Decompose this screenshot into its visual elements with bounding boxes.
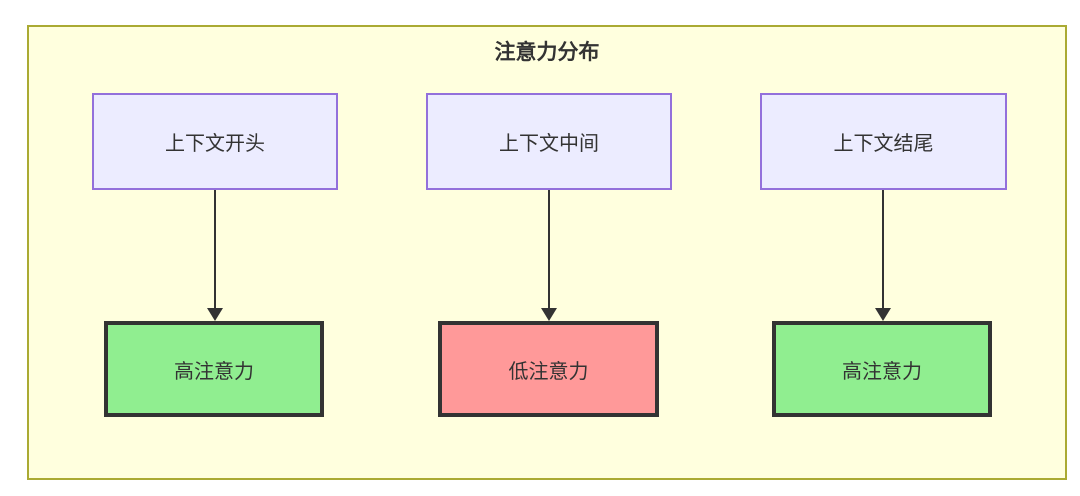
arrowhead-down-icon	[875, 308, 891, 321]
arrow-line	[882, 190, 884, 309]
source-node-context-middle: 上下文中间	[426, 93, 672, 190]
target-node-low-attention: 低注意力	[438, 321, 659, 417]
arrow-context-start	[207, 190, 223, 321]
target-node-label: 高注意力	[174, 358, 254, 383]
arrow-context-end	[875, 190, 891, 321]
target-node-high-attention-1: 高注意力	[104, 321, 324, 417]
target-node-label: 低注意力	[508, 358, 589, 383]
source-node-context-start: 上下文开头	[92, 93, 338, 190]
source-node-label: 上下文结尾	[833, 131, 934, 155]
target-node-label: 高注意力	[842, 358, 922, 383]
source-node-label: 上下文开头	[165, 131, 265, 155]
arrowhead-down-icon	[541, 308, 557, 321]
diagram-title: 注意力分布	[494, 40, 600, 64]
arrow-context-middle	[541, 190, 557, 321]
target-node-high-attention-2: 高注意力	[772, 321, 992, 417]
attention-distribution-diagram: 注意力分布 上下文开头 高注意力 上下文中间 低注意力 上下文结尾 高注意力	[27, 25, 1067, 480]
arrow-line	[214, 190, 216, 309]
arrowhead-down-icon	[207, 308, 223, 321]
arrow-line	[548, 190, 550, 309]
source-node-label: 上下文中间	[499, 131, 599, 155]
source-node-context-end: 上下文结尾	[760, 93, 1007, 190]
